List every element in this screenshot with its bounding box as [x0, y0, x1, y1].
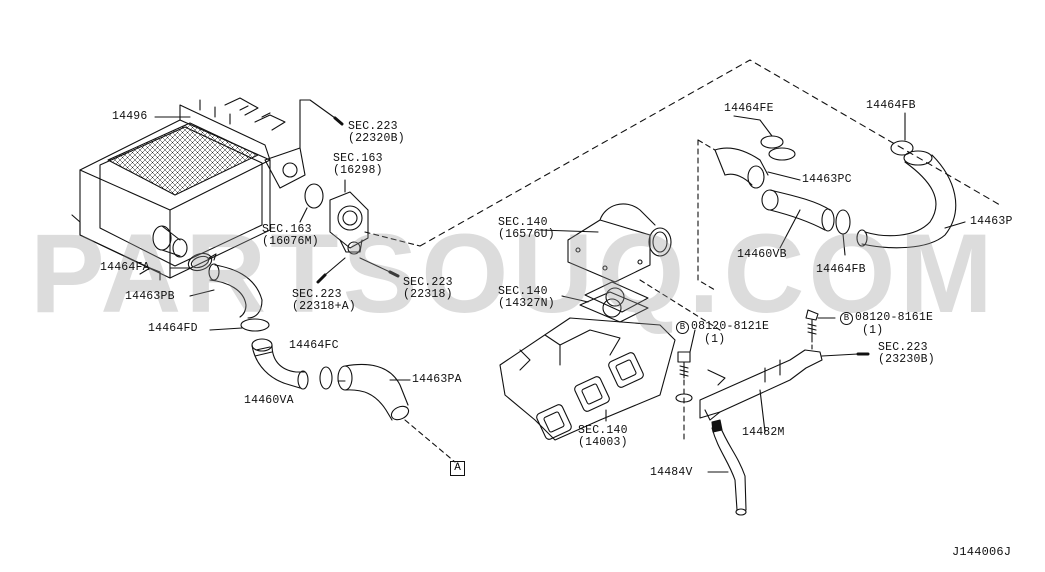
clamp-14464FD[interactable] — [240, 318, 270, 332]
hose-14463PB[interactable] — [208, 263, 263, 319]
label-14464FD: 14464FD — [148, 322, 198, 335]
label-sec140-16576U: SEC.140(16576U) — [498, 216, 555, 241]
label-sec223-23230B: SEC.223(23230B) — [878, 341, 935, 366]
hose-14460VB[interactable] — [761, 189, 835, 232]
label-14464FB-upper: 14464FB — [866, 99, 916, 112]
bolt-08120-8121E[interactable] — [677, 351, 691, 379]
clamp-14464FE[interactable] — [760, 135, 796, 161]
label-14463P: 14463P — [970, 215, 1013, 228]
label-14496: 14496 — [112, 110, 148, 123]
intercooler-14496[interactable] — [71, 97, 306, 281]
label-sec140-14327N: SEC.140(14327N) — [498, 285, 555, 310]
gasket-14327N[interactable] — [579, 281, 649, 323]
tube-14484V[interactable] — [711, 419, 747, 516]
clamp-14464FB-lower[interactable] — [835, 209, 851, 235]
hose-14463PC[interactable] — [714, 147, 769, 189]
label-14464FC: 14464FC — [289, 339, 339, 352]
figure-code: J144006J — [952, 545, 1012, 559]
label-14460VA: 14460VA — [244, 394, 294, 407]
label-14463PB: 14463PB — [125, 290, 175, 303]
label-14460VB: 14460VB — [737, 248, 787, 261]
label-sec163-16298: SEC.163(16298) — [333, 152, 383, 177]
label-14482M: 14482M — [742, 426, 785, 439]
label-sec140-14003: SEC.140(14003) — [578, 424, 628, 449]
label-sec223-22320B: SEC.223(22320B) — [348, 120, 405, 145]
label-14484V: 14484V — [650, 466, 693, 479]
label-14464FB-lower: 14464FB — [816, 263, 866, 276]
clamp-14464FA[interactable] — [186, 250, 217, 273]
clamp-14464FC[interactable] — [319, 366, 333, 390]
label-14464FE: 14464FE — [724, 102, 774, 115]
label-sec223-22318: SEC.223(22318) — [403, 276, 453, 301]
hose-14463PA[interactable] — [337, 363, 411, 422]
throttle-body-16298[interactable] — [329, 191, 369, 255]
bolt-08120-8161E[interactable] — [805, 309, 819, 339]
gasket-16076M[interactable] — [304, 183, 324, 209]
hose-14463P[interactable] — [856, 150, 957, 249]
label-14463PA: 14463PA — [412, 373, 462, 386]
label-sec223-22318A: SEC.223(22318+A) — [292, 288, 356, 313]
bracket-14482M[interactable] — [699, 349, 823, 421]
reference-marker-a: A — [450, 461, 465, 476]
label-14464FA: 14464FA — [100, 261, 150, 274]
label-sec163-16076M: SEC.163(16076M) — [262, 223, 319, 248]
elbow-16576U[interactable] — [567, 203, 672, 283]
label-14463PC: 14463PC — [802, 173, 852, 186]
manifold-14003[interactable] — [499, 317, 676, 441]
clamp-14464FB-upper[interactable] — [890, 140, 914, 156]
hose-14460VA[interactable] — [251, 338, 309, 390]
